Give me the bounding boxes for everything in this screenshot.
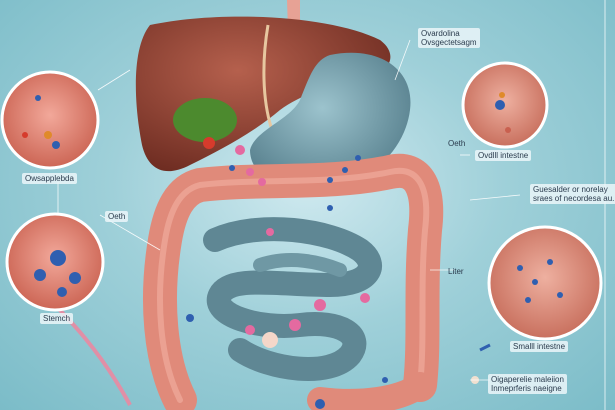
label-right-middle-line1: Guesalder or norelay: [533, 185, 608, 194]
label-right-middle: Guesalder or norelay sraes of necordesa …: [530, 184, 615, 205]
loupe-right-top: [461, 61, 549, 149]
label-right-bottom: Smalll intestne: [510, 341, 569, 353]
loupe-right-bottom: [487, 225, 603, 341]
label-right-middle-line2: sraes of necordesa au.: [533, 194, 615, 204]
label-right-top: Ovdlll intestne: [475, 150, 532, 162]
label-bottom-right-line2: Inmeprferis naeigne: [491, 384, 562, 394]
gallbladder: [173, 98, 237, 142]
loupe-left-bottom: [5, 212, 105, 312]
small-intestine: [203, 217, 382, 381]
large-intestine: [143, 153, 444, 410]
label-top-center-line2: Ovsgectetsagm: [421, 38, 477, 48]
label-bottom-right: Oigaperelie maleiion Inmeprferis naeigne: [488, 374, 567, 395]
label-bottom-right-line1: Oigaperelie maleiion: [491, 375, 564, 384]
label-right-lower: Liter: [448, 267, 464, 276]
label-right-top-small: Oeth: [448, 139, 466, 148]
label-left-middle: Oeth: [105, 211, 129, 223]
loupe-left-top: [0, 70, 100, 170]
label-top-center: Ovardolina Ovsgectetsagm: [418, 28, 480, 49]
label-left-top: Owsapplebda: [22, 173, 77, 185]
gallbladder-stone: [203, 137, 215, 149]
stomach: [250, 52, 411, 191]
particles: [186, 145, 491, 409]
label-left-bottom: Stemch: [40, 313, 74, 325]
label-top-center-line1: Ovardolina: [421, 29, 460, 38]
liver-ligament: [262, 24, 274, 131]
